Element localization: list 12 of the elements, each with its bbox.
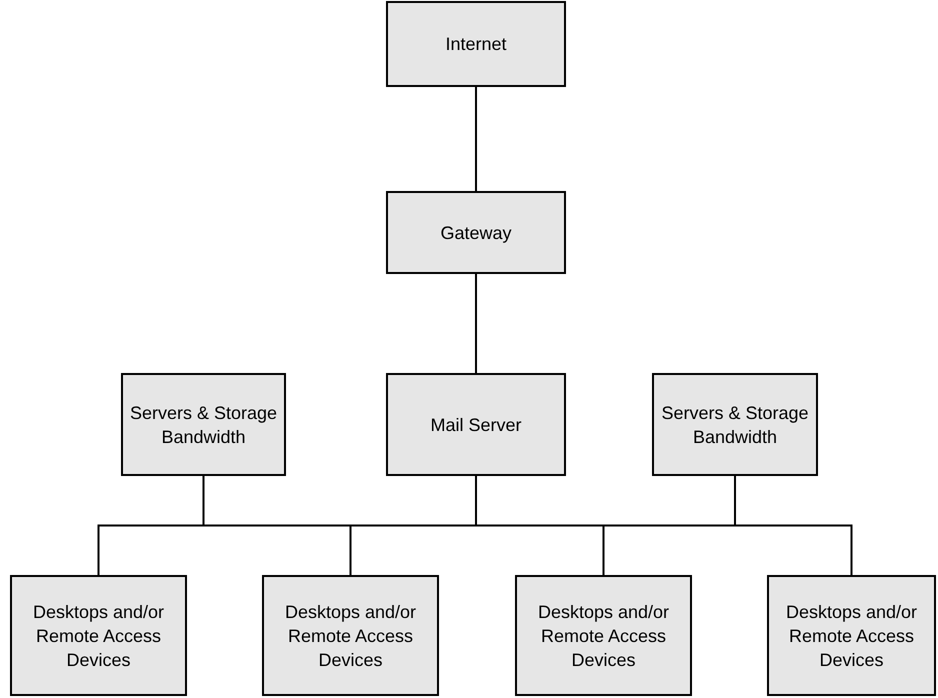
network-box: Gateway [386,191,566,274]
network-box: Desktops and/or Remote Access Devices [262,575,439,696]
network-box: Servers & Storage Bandwidth [121,373,286,476]
network-box: Desktops and/or Remote Access Devices [767,575,936,696]
network-box: Desktops and/or Remote Access Devices [515,575,692,696]
network-box: Mail Server [386,373,566,476]
connector-line [475,87,477,191]
network-box: Internet [386,1,566,87]
connector-line [475,274,477,373]
connector-line [734,476,852,575]
network-box: Desktops and/or Remote Access Devices [10,575,187,696]
network-box: Servers & Storage Bandwidth [652,373,818,476]
